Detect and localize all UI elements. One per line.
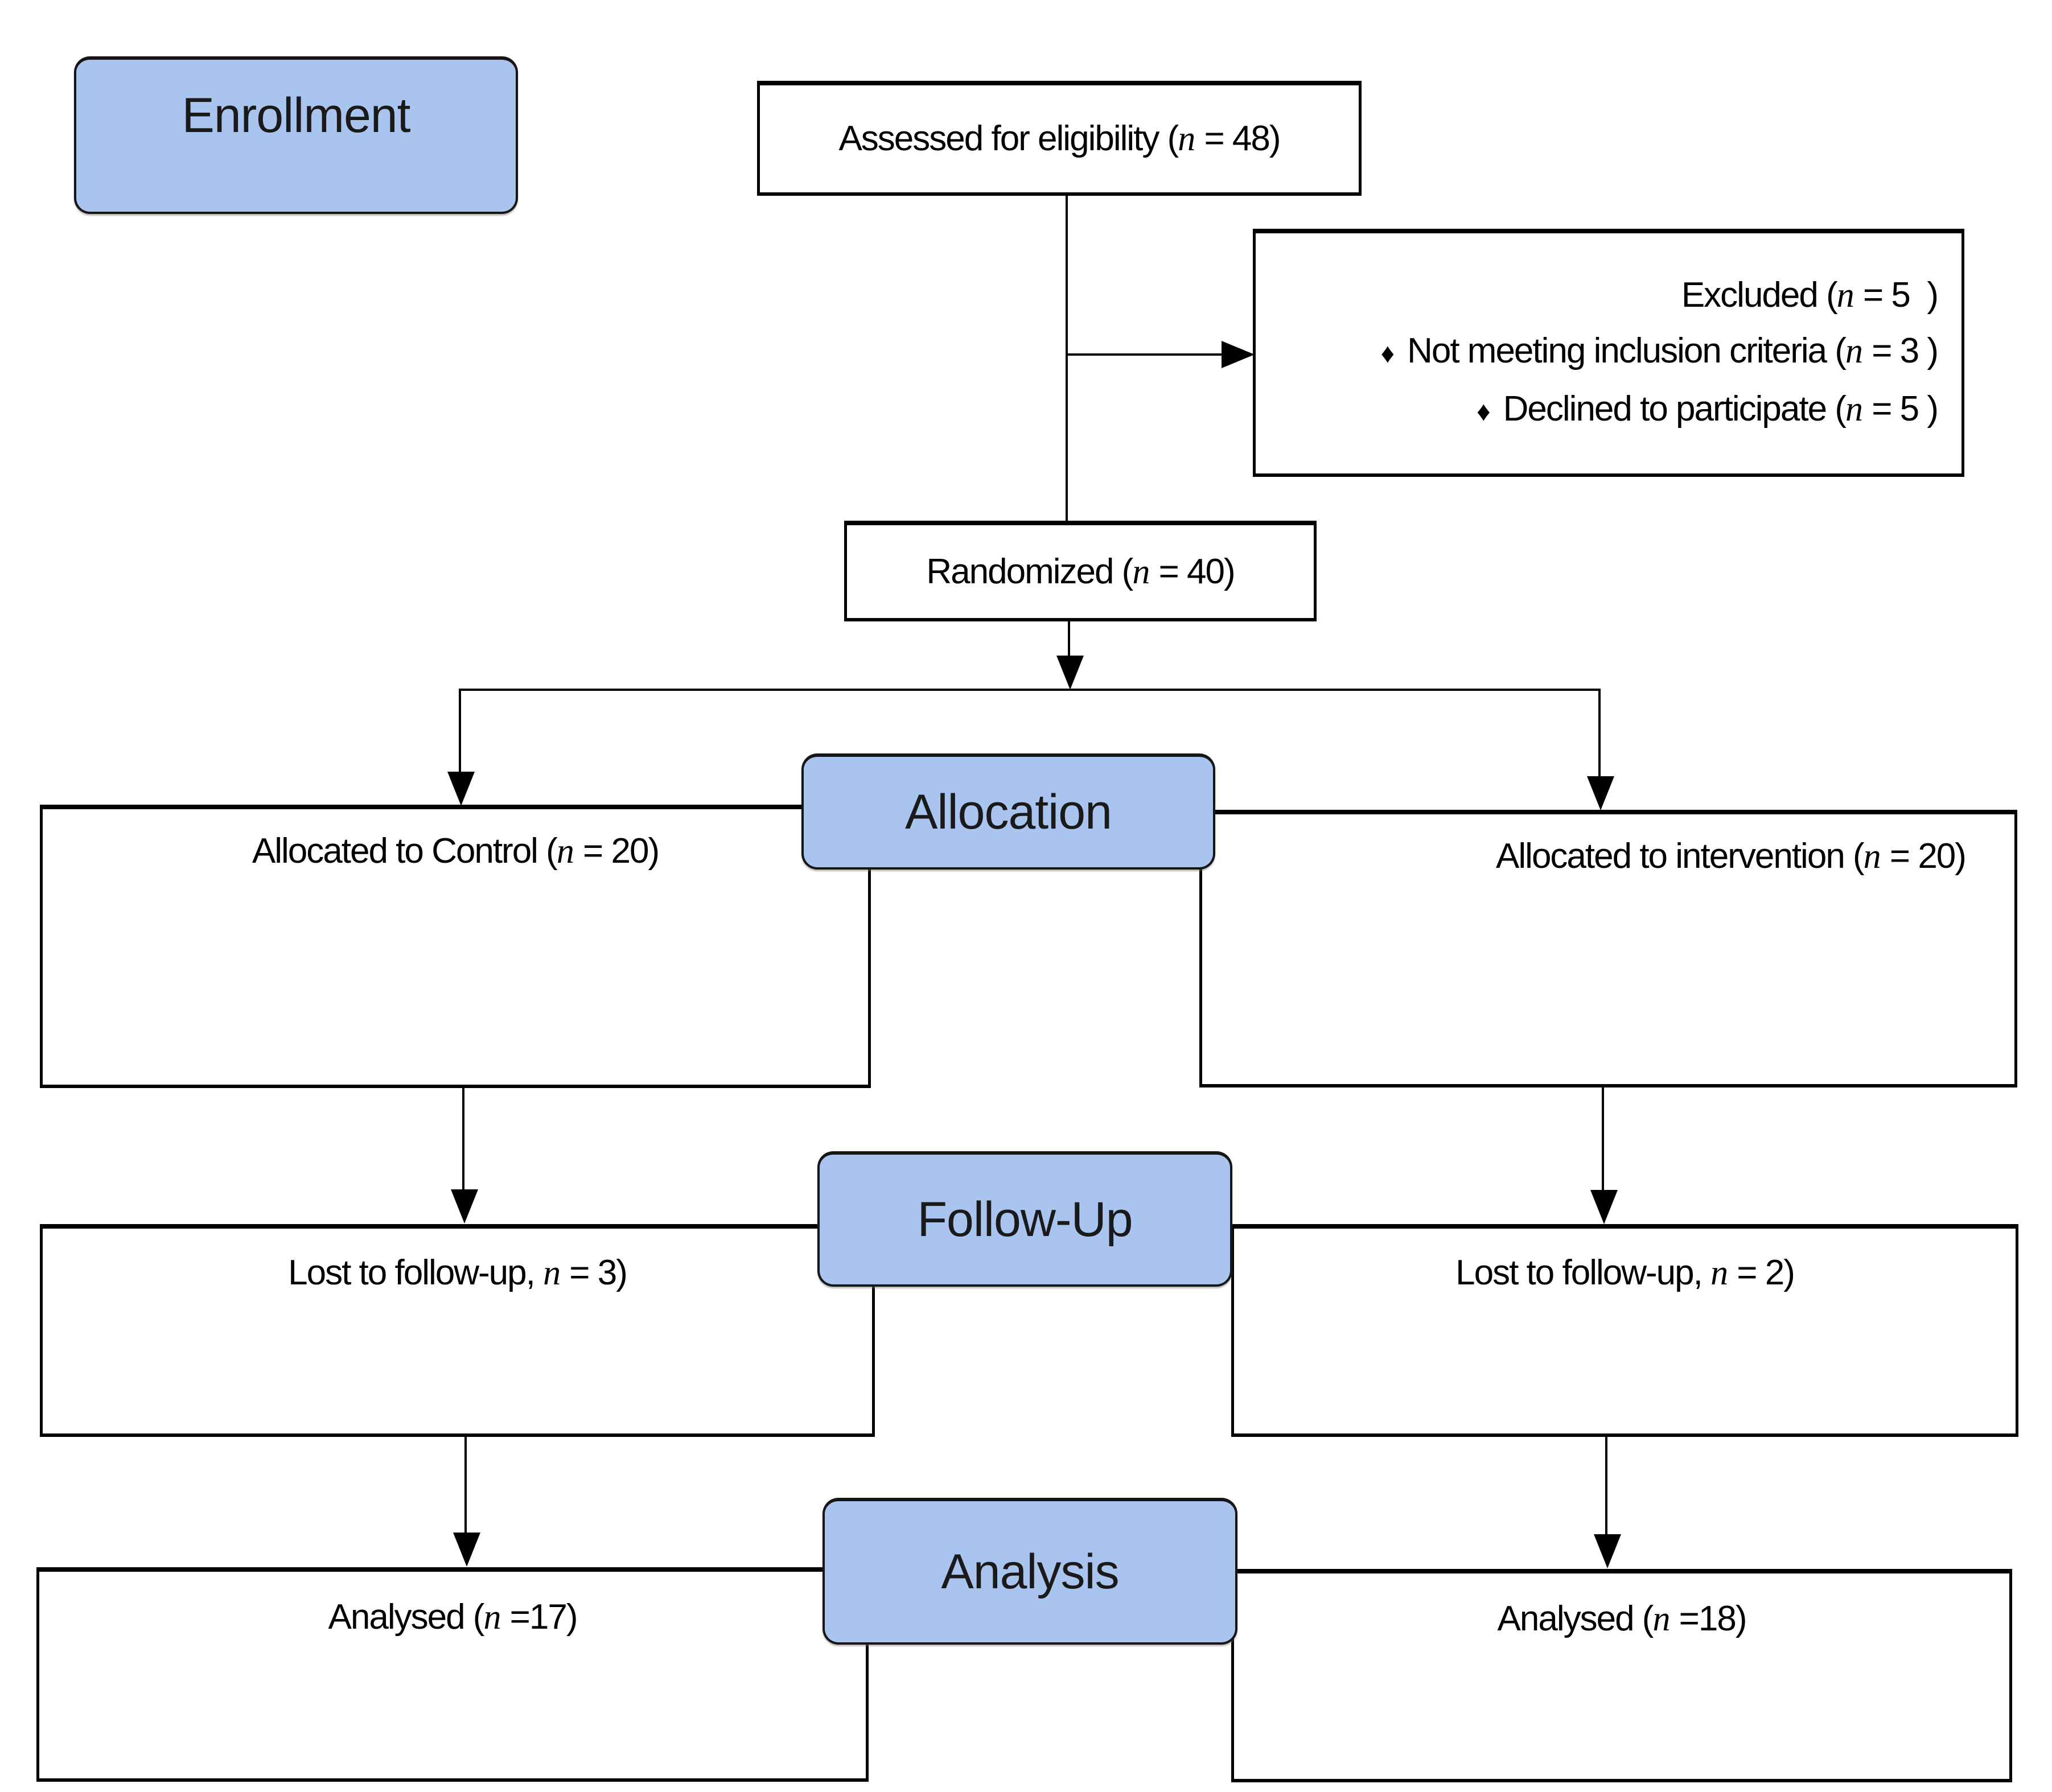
stage-label-follow-up: Follow-Up	[917, 1192, 1133, 1247]
label-n: n	[1863, 837, 1881, 876]
split-arrowhead-icon	[1056, 656, 1084, 690]
node-lost-intervention: Lost to follow-up, n = 2)	[1231, 1224, 2018, 1437]
connector-lost-analysed-intervention	[1605, 1437, 1607, 1535]
node-lost-control: Lost to follow-up, n = 3)	[40, 1224, 875, 1437]
lost-intervention-arrowhead-icon	[1590, 1190, 1618, 1224]
node-randomized-label: Randomized (n = 40)	[926, 551, 1236, 592]
stage-label-enrollment: Enrollment	[182, 88, 410, 143]
label-post: =18)	[1670, 1599, 1747, 1638]
excluded-item: ♦ Declined to participate (n = 5 )	[1477, 381, 1939, 439]
node-allocated-control: Allocated to Control (n = 20)	[40, 805, 871, 1088]
node-analysed-intervention-label: Analysed (n =18)	[1497, 1599, 1747, 1639]
label-post: = 3)	[561, 1253, 628, 1292]
connector-allocated-lost-control	[462, 1088, 464, 1190]
stage-box-analysis: Analysis	[823, 1498, 1237, 1645]
label-post: = 20)	[1881, 837, 1967, 876]
node-allocated-intervention-label: Allocated to intervention (n = 20)	[1496, 836, 1967, 877]
node-assessed: Assessed for eligibility (n = 48)	[757, 81, 1362, 196]
node-allocated-control-label: Allocated to Control (n = 20)	[252, 831, 660, 872]
stage-box-allocation: Allocation	[801, 753, 1215, 870]
node-lost-control-label: Lost to follow-up, n = 3)	[288, 1253, 628, 1293]
stage-box-enrollment: Enrollment	[74, 56, 518, 214]
analysed-control-arrowhead-icon	[453, 1533, 480, 1567]
stage-box-follow-up: Follow-Up	[817, 1151, 1232, 1287]
node-analysed-intervention: Analysed (n =18)	[1231, 1569, 2012, 1782]
label-pre: Analysed (	[328, 1597, 485, 1637]
connector-split-right-drop	[1598, 689, 1601, 777]
connector-split-horizontal	[459, 689, 1601, 691]
label-n: n	[483, 1598, 501, 1637]
diamond-bullet-icon: ♦	[1380, 339, 1395, 369]
label-n: n	[1132, 552, 1150, 591]
label-post: = 5 )	[1862, 389, 1939, 429]
lost-control-arrowhead-icon	[451, 1189, 478, 1223]
label-post: =17)	[501, 1597, 578, 1637]
label-n: n	[1710, 1254, 1729, 1292]
stage-label-allocation: Allocation	[905, 784, 1112, 839]
node-assessed-label: Assessed for eligibility (n = 48)	[838, 118, 1281, 159]
node-analysed-control-label: Analysed (n =17)	[328, 1597, 578, 1638]
excluded-title: Excluded (n = 5 )	[1681, 267, 1939, 323]
analysed-intervention-arrowhead-icon	[1594, 1534, 1621, 1568]
node-analysed-control: Analysed (n =17)	[36, 1567, 869, 1782]
diamond-bullet-icon: ♦	[1477, 397, 1491, 427]
label-pre: Lost to follow-up,	[1455, 1253, 1711, 1292]
label-pre: Declined to participate (	[1503, 389, 1847, 429]
excluded-item: ♦ Not meeting inclusion criteria (n = 3 )	[1380, 323, 1939, 381]
label-n: n	[1845, 390, 1863, 429]
connector-split-left-drop	[459, 689, 461, 773]
label-n: n	[543, 1254, 561, 1292]
node-excluded: Excluded (n = 5 ) ♦Not meeting inclusion…	[1253, 229, 1964, 477]
connector-allocated-lost-intervention	[1602, 1087, 1604, 1190]
label-pre: Assessed for eligibility (	[838, 119, 1179, 158]
node-lost-intervention-label: Lost to follow-up, n = 2)	[1455, 1253, 1795, 1293]
excluded-arrowhead-icon	[1222, 341, 1255, 368]
label-n: n	[1178, 120, 1196, 158]
connector-randomized-split	[1068, 621, 1070, 659]
label-pre: Allocated to Control (	[252, 831, 558, 871]
label-post: = 2)	[1728, 1253, 1795, 1292]
label-n: n	[1845, 332, 1863, 370]
label-pre: Randomized (	[926, 551, 1133, 591]
label-pre: Analysed (	[1497, 1599, 1654, 1638]
label-n: n	[556, 832, 574, 871]
label-pre: Lost to follow-up,	[288, 1253, 544, 1292]
connector-branch-excluded	[1066, 353, 1222, 356]
connector-assessed-randomized	[1066, 196, 1068, 521]
label-n: n	[1836, 276, 1854, 315]
connector-lost-analysed-control	[464, 1437, 467, 1534]
label-post: = 40)	[1150, 551, 1236, 591]
label-pre: Not meeting inclusion criteria (	[1407, 331, 1847, 370]
label-post: = 5 )	[1854, 275, 1939, 315]
label-post: = 3 )	[1862, 331, 1939, 370]
allocated-control-arrowhead-icon	[447, 772, 475, 806]
stage-label-analysis: Analysis	[941, 1544, 1119, 1599]
node-randomized: Randomized (n = 40)	[844, 521, 1317, 621]
label-pre: Excluded (	[1681, 275, 1838, 315]
label-n: n	[1652, 1600, 1671, 1638]
label-post: = 48)	[1195, 119, 1281, 158]
node-allocated-intervention: Allocated to intervention (n = 20)	[1199, 810, 2017, 1087]
label-pre: Allocated to intervention (	[1496, 837, 1865, 876]
allocated-intervention-arrowhead-icon	[1587, 776, 1614, 810]
label-post: = 20)	[574, 831, 660, 871]
